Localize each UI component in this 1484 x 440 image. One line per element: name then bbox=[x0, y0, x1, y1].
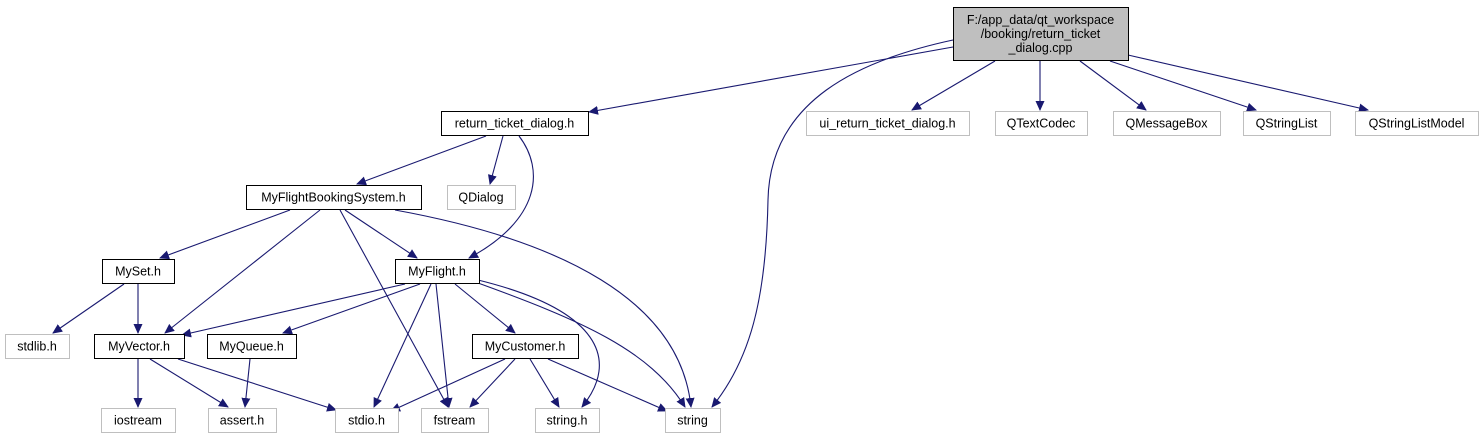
node-label: return_ticket_dialog.h bbox=[455, 117, 575, 131]
edge-mycustomer_h-to-string bbox=[547, 358, 668, 412]
node-label: MyVector.h bbox=[108, 340, 170, 354]
node-box bbox=[94, 334, 185, 359]
edges-layer bbox=[52, 39, 1369, 412]
node-label: stdio.h bbox=[348, 414, 385, 428]
edge-return_ticket_dialog_h-to-qdialog bbox=[488, 135, 504, 185]
edge-myflightbookingsystem_h-to-string bbox=[394, 209, 695, 408]
node-string: string bbox=[665, 408, 721, 433]
node-root[interactable]: F:/app_data/qt_workspace/booking/return_… bbox=[953, 7, 1129, 61]
edge-return_ticket_dialog_h-to-myflightbookingsystem_h bbox=[356, 135, 487, 186]
edge-myflightbookingsystem_h-to-myflight_h bbox=[344, 209, 418, 259]
edge-myflight_h-to-myqueue_h bbox=[282, 283, 421, 335]
node-label: iostream bbox=[114, 414, 162, 428]
node-box bbox=[535, 408, 600, 433]
node-return_ticket_dialog_h[interactable]: return_ticket_dialog.h bbox=[441, 111, 589, 136]
edge-myflight_h-to-myvector_h bbox=[181, 283, 406, 338]
edge-myset_h-to-stdlib_h bbox=[52, 283, 125, 334]
edge-mycustomer_h-to-string_h bbox=[529, 358, 560, 408]
node-box bbox=[447, 185, 516, 210]
edge-myflight_h-to-string bbox=[477, 282, 686, 408]
edge-myflightbookingsystem_h-to-myset_h bbox=[159, 209, 291, 260]
node-label: F:/app_data/qt_workspace bbox=[967, 13, 1114, 27]
node-label: fstream bbox=[434, 414, 476, 428]
node-box bbox=[1113, 111, 1221, 136]
node-stdlib_h: stdlib.h bbox=[5, 334, 70, 359]
node-string_h: string.h bbox=[535, 408, 600, 433]
edge-mycustomer_h-to-stdio_h bbox=[390, 358, 506, 412]
edge-root-to-ui_return_ticket_dialog_h bbox=[911, 60, 996, 111]
node-box bbox=[335, 408, 399, 433]
node-label: QMessageBox bbox=[1126, 117, 1209, 131]
node-box bbox=[101, 408, 176, 433]
node-label: MyQueue.h bbox=[219, 340, 284, 354]
edge-myflight_h-to-stdio_h bbox=[373, 283, 432, 408]
node-box bbox=[395, 259, 480, 284]
edge-myvector_h-to-stdio_h bbox=[177, 358, 337, 412]
node-myflight_h[interactable]: MyFlight.h bbox=[395, 259, 480, 284]
node-box bbox=[102, 259, 175, 284]
edge-mycustomer_h-to-fstream bbox=[469, 358, 516, 408]
node-box bbox=[5, 334, 70, 359]
node-label: QTextCodec bbox=[1007, 117, 1076, 131]
node-box bbox=[953, 7, 1129, 61]
node-label: /booking/return_ticket bbox=[981, 27, 1101, 41]
node-label: MySet.h bbox=[115, 265, 161, 279]
node-qtextcodec: QTextCodec bbox=[995, 111, 1088, 136]
edge-myvector_h-to-assert_h bbox=[149, 358, 229, 408]
edge-root-to-string bbox=[711, 39, 954, 408]
node-stdio_h: stdio.h bbox=[335, 408, 399, 433]
node-label: MyFlightBookingSystem.h bbox=[261, 191, 406, 205]
node-label: QStringListModel bbox=[1369, 117, 1465, 131]
node-box bbox=[472, 334, 579, 359]
node-box bbox=[1355, 111, 1479, 136]
node-assert_h: assert.h bbox=[208, 408, 277, 433]
node-box bbox=[441, 111, 589, 136]
node-myflightbookingsystem_h[interactable]: MyFlightBookingSystem.h bbox=[246, 185, 422, 210]
node-box bbox=[995, 111, 1088, 136]
edge-myflightbookingsystem_h-to-myvector_h bbox=[164, 209, 321, 334]
node-label: QStringList bbox=[1256, 117, 1318, 131]
node-label: string.h bbox=[547, 414, 588, 428]
nodes-layer: F:/app_data/qt_workspace/booking/return_… bbox=[5, 7, 1479, 433]
node-qdialog: QDialog bbox=[447, 185, 516, 210]
node-myqueue_h[interactable]: MyQueue.h bbox=[207, 334, 297, 359]
edge-return_ticket_dialog_h-to-myflight_h bbox=[468, 135, 534, 259]
edge-myflight_h-to-mycustomer_h bbox=[454, 283, 516, 334]
node-label: stdlib.h bbox=[17, 340, 57, 354]
node-myvector_h[interactable]: MyVector.h bbox=[94, 334, 185, 359]
node-iostream: iostream bbox=[101, 408, 176, 433]
node-box bbox=[421, 408, 489, 433]
node-box bbox=[1243, 111, 1331, 136]
edge-myflight_h-to-fstream bbox=[435, 283, 453, 408]
node-box bbox=[806, 111, 970, 136]
edge-myflight_h-to-string_h bbox=[477, 279, 600, 408]
node-label: MyCustomer.h bbox=[485, 340, 566, 354]
node-label: QDialog bbox=[458, 191, 503, 205]
node-ui_return_ticket_dialog_h: ui_return_ticket_dialog.h bbox=[806, 111, 970, 136]
node-box bbox=[246, 185, 422, 210]
node-label: ui_return_ticket_dialog.h bbox=[819, 117, 955, 131]
edge-myflightbookingsystem_h-to-fstream bbox=[339, 209, 449, 408]
node-label: _dialog.cpp bbox=[1008, 41, 1073, 55]
edge-root-to-qmessagebox bbox=[1079, 60, 1147, 111]
node-qstringlist: QStringList bbox=[1243, 111, 1331, 136]
edge-root-to-qstringlistmodel bbox=[1127, 54, 1369, 113]
node-label: string bbox=[677, 414, 708, 428]
node-fstream: fstream bbox=[421, 408, 489, 433]
node-box bbox=[665, 408, 721, 433]
edge-root-to-qstringlist bbox=[1109, 60, 1257, 112]
edge-myqueue_h-to-assert_h bbox=[241, 358, 251, 408]
node-qmessagebox: QMessageBox bbox=[1113, 111, 1221, 136]
node-qstringlistmodel: QStringListModel bbox=[1355, 111, 1479, 136]
node-myset_h[interactable]: MySet.h bbox=[102, 259, 175, 284]
node-box bbox=[208, 408, 277, 433]
edge-root-to-return_ticket_dialog_h bbox=[588, 46, 954, 115]
node-box bbox=[207, 334, 297, 359]
node-mycustomer_h[interactable]: MyCustomer.h bbox=[472, 334, 579, 359]
node-label: MyFlight.h bbox=[408, 265, 466, 279]
node-label: assert.h bbox=[220, 414, 265, 428]
